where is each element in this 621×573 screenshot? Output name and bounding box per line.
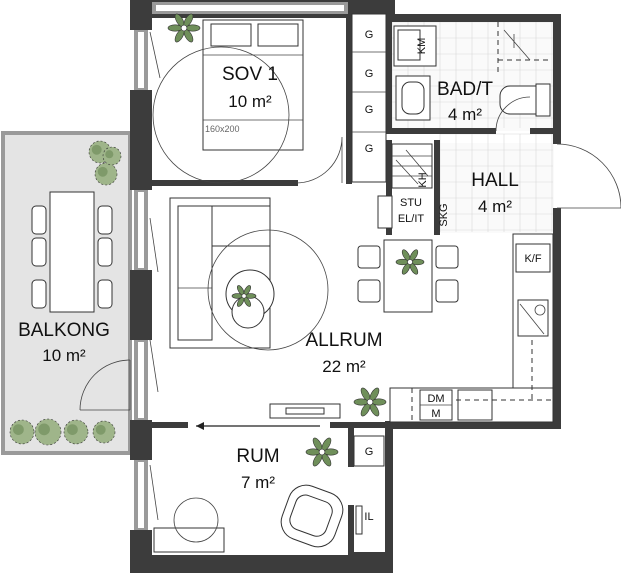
room-area-sov: 10 m² [228,92,272,111]
room-area-balkong: 10 m² [42,346,86,365]
kf-label: K/F [524,253,541,265]
plants [167,13,425,467]
rum-window-sash [149,464,159,521]
stu-label: STU [400,197,422,209]
wardrobe-label-1: G [365,29,374,41]
balcony-door [79,359,131,411]
room-area-hall: 4 m² [478,197,512,216]
dining-table [357,239,459,313]
shrub-icon [94,162,118,186]
bedroom-rug [152,46,290,184]
tv-bench [269,403,341,419]
living-rug [207,229,329,351]
bathroom-door [495,96,531,132]
closet-kh [377,143,433,229]
wardrobe-rum [353,435,385,535]
wardrobe-label-rum: G [365,446,374,458]
m-label: M [431,408,440,420]
room-name-rum: RUM [236,446,279,467]
sofa [169,197,271,349]
plant-icon [305,437,339,467]
il-label: IL [364,511,373,523]
shrub-icon [63,419,89,445]
plant-icon [353,387,387,417]
dm-label: DM [427,393,444,405]
plant-icon [231,285,257,307]
plant-icon [395,249,425,275]
wardrobe-label-3: G [365,104,374,116]
bathroom-fixtures [393,22,552,121]
entrance-door [556,143,621,209]
shrub-icon [9,419,35,445]
living-window-sash [149,217,159,273]
skg-label: SKG [438,203,450,226]
room-area-rum: 7 m² [241,473,275,492]
wardrobes-bedroom [351,13,387,183]
walls [130,0,561,573]
kh-label: KH [417,172,429,187]
room-name-balkong: BALKONG [18,320,110,341]
bedroom-door [295,136,343,184]
plant-icon [167,13,201,43]
balcony-dining-set [31,191,113,313]
elit-label: EL/IT [398,213,425,225]
desk [153,497,225,553]
shrub-icon [92,420,116,444]
shrub-icon [34,418,62,446]
room-area-allrum: 22 m² [322,357,366,376]
room-area-bad: 4 m² [448,105,482,124]
room-name-bad: BAD/T [437,79,493,100]
kitchen-counter [389,233,554,423]
bedroom-window-sash [149,31,161,79]
living-window-sash-2 [149,339,159,393]
room-name-allrum: ALLRUM [305,330,382,351]
bed [202,19,304,151]
shrub-icon [102,146,122,166]
bed-size-label: 160x200 [205,124,240,134]
room-name-sov: SOV 1 [222,64,278,85]
km-label: KM [416,38,428,55]
balcony-shrubs [9,140,122,446]
wardrobe-label-4: G [365,143,374,155]
sliding-door [196,422,320,430]
armchair [280,484,344,548]
room-name-hall: HALL [471,170,519,191]
wardrobe-label-2: G [365,68,374,80]
